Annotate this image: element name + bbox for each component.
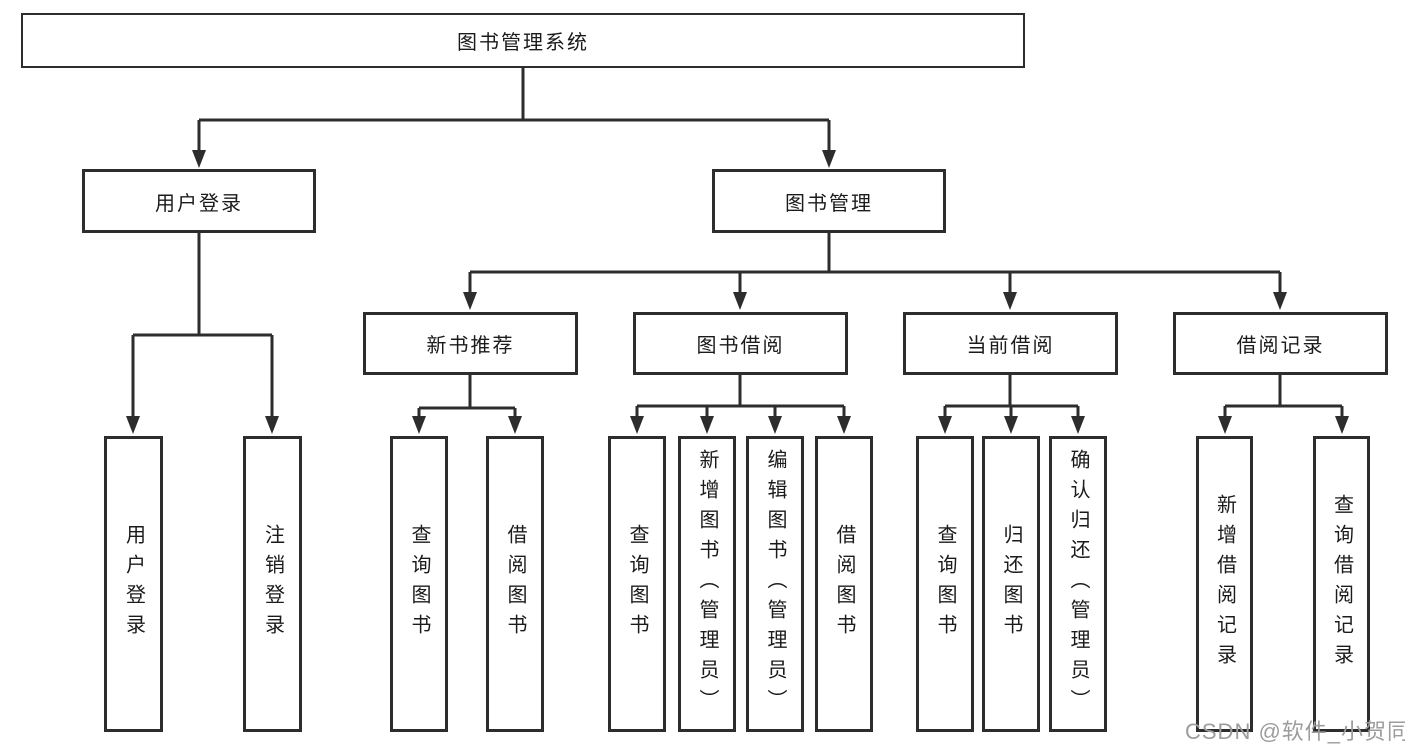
leaf-node-borrow-book-recommend: 借阅图书 bbox=[486, 436, 544, 732]
leaf-label: 注销登录 bbox=[261, 524, 284, 644]
leaf-node-confirm-return-admin: 确认归还（管理员） bbox=[1049, 436, 1107, 732]
leaf-label: 用户登录 bbox=[122, 524, 145, 644]
branch-node-book-borrow: 图书借阅 bbox=[633, 312, 848, 375]
csdn-watermark: CSDN @软件_小贺同学 bbox=[1185, 719, 1405, 744]
leaf-label: 借阅图书 bbox=[833, 524, 855, 644]
leaf-label: 新增图书（管理员） bbox=[696, 449, 718, 719]
leaf-node-add-borrow-record: 新增借阅记录 bbox=[1196, 436, 1253, 732]
leaf-node-borrow-book: 借阅图书 bbox=[815, 436, 873, 732]
leaf-label: 归还图书 bbox=[1000, 524, 1022, 644]
leaf-label: 查询图书 bbox=[934, 524, 956, 644]
branch-node-current-borrow: 当前借阅 bbox=[903, 312, 1118, 375]
branch-node-book-management: 图书管理 bbox=[712, 169, 946, 233]
branch-node-borrow-records: 借阅记录 bbox=[1173, 312, 1388, 375]
leaf-node-query-borrow-record: 查询借阅记录 bbox=[1313, 436, 1370, 732]
root-node-library-system: 图书管理系统 bbox=[21, 13, 1025, 68]
leaf-label: 借阅图书 bbox=[504, 524, 526, 644]
leaf-node-user-login: 用户登录 bbox=[104, 436, 163, 732]
leaf-label: 新增借阅记录 bbox=[1213, 494, 1236, 674]
leaf-label: 查询借阅记录 bbox=[1330, 494, 1353, 674]
branch-node-user-login: 用户登录 bbox=[82, 169, 316, 233]
branch-node-new-book-recommend: 新书推荐 bbox=[363, 312, 578, 375]
leaf-node-add-book-admin: 新增图书（管理员） bbox=[678, 436, 736, 732]
leaf-label: 查询图书 bbox=[408, 524, 430, 644]
leaf-node-query-book-current: 查询图书 bbox=[916, 436, 974, 732]
leaf-node-query-book-recommend: 查询图书 bbox=[390, 436, 448, 732]
leaf-label: 查询图书 bbox=[626, 524, 648, 644]
leaf-node-logout: 注销登录 bbox=[243, 436, 302, 732]
leaf-label: 编辑图书（管理员） bbox=[764, 449, 786, 719]
leaf-node-return-book: 归还图书 bbox=[982, 436, 1040, 732]
leaf-node-edit-book-admin: 编辑图书（管理员） bbox=[746, 436, 804, 732]
leaf-node-query-book-borrow: 查询图书 bbox=[608, 436, 666, 732]
leaf-label: 确认归还（管理员） bbox=[1067, 449, 1089, 719]
